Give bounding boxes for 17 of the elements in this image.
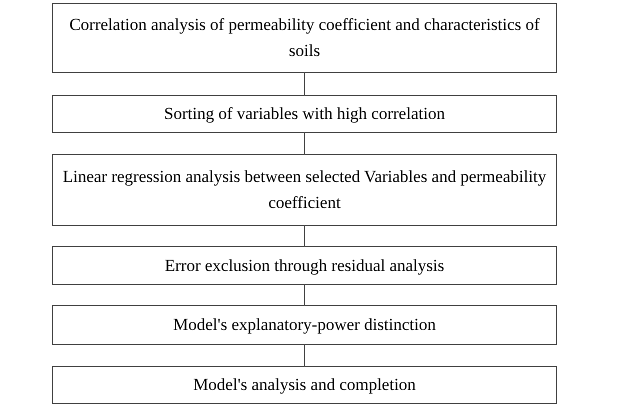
process-box bbox=[52, 95, 557, 133]
connector-line bbox=[304, 226, 305, 246]
step-text: Model's analysis and completion bbox=[193, 374, 416, 396]
step-text: Linear regression analysis between selected Variables and permeability coefficient bbox=[62, 166, 548, 214]
connector-line bbox=[304, 284, 305, 306]
process-box bbox=[52, 246, 557, 285]
connector-line bbox=[304, 132, 305, 154]
process-box bbox=[52, 305, 557, 345]
step-text: Model's explanatory-power distinction bbox=[173, 314, 436, 336]
step-text: Error exclusion through residual analysis bbox=[164, 254, 444, 277]
process-box bbox=[52, 154, 557, 226]
process-box bbox=[52, 366, 557, 404]
step-text: Correlation analysis of permeability coefficient and characteristics of soils bbox=[68, 14, 541, 62]
connector-line bbox=[304, 344, 305, 366]
step-text: Sorting of variables with high correlation bbox=[164, 103, 445, 125]
connector-line bbox=[304, 72, 305, 96]
process-box bbox=[52, 3, 557, 73]
